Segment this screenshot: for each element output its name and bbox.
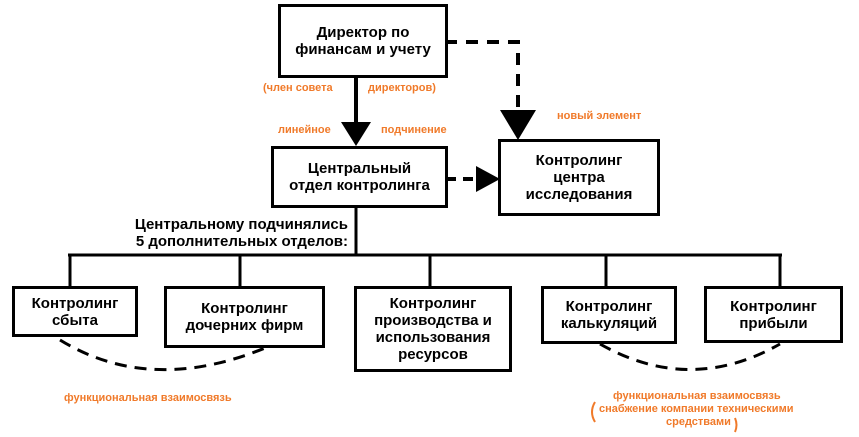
new-element-dashed-line	[445, 40, 520, 112]
note-supply-line1: снабжение компании техническими	[599, 403, 794, 415]
linear-subordination-arrowhead	[341, 122, 371, 146]
costing-controlling-box: Контролинг калькуляций	[541, 286, 677, 344]
director-box: Директор по финансам и учету	[278, 4, 448, 78]
central-controlling-box: Центральный отдел контролинга	[271, 146, 448, 208]
functional-curve-left	[59, 338, 266, 372]
note-linear-right: подчинение	[381, 124, 447, 136]
note-functional-right: функциональная взаимосвязь	[613, 390, 781, 402]
supply-bracket-right	[734, 417, 738, 433]
note-supply-line2: средствами	[666, 416, 731, 428]
subsidiaries-controlling-box: Контролинг дочерних фирм	[164, 286, 325, 348]
new-element-arrowhead	[500, 110, 536, 140]
functional-curve-right	[599, 342, 781, 371]
note-linear-left: линейное	[278, 124, 331, 136]
production-controlling-box: Контролинг производства и использования …	[354, 286, 512, 372]
note-board-member-right: директоров)	[368, 82, 436, 94]
sales-controlling-box: Контролинг сбыта	[12, 286, 138, 337]
central-to-research-arrowhead	[476, 166, 500, 192]
profit-controlling-box: Контролинг прибыли	[704, 286, 843, 343]
research-controlling-box: Контролинг центра исследования	[498, 139, 660, 216]
note-board-member-left: (член совета	[263, 82, 333, 94]
note-functional-left: функциональная взаимосвязь	[64, 392, 232, 404]
note-new-element: новый элемент	[557, 110, 642, 122]
subordination-text: Центральному подчинялись 5 дополнительны…	[134, 216, 348, 250]
supply-bracket-left	[591, 401, 596, 423]
